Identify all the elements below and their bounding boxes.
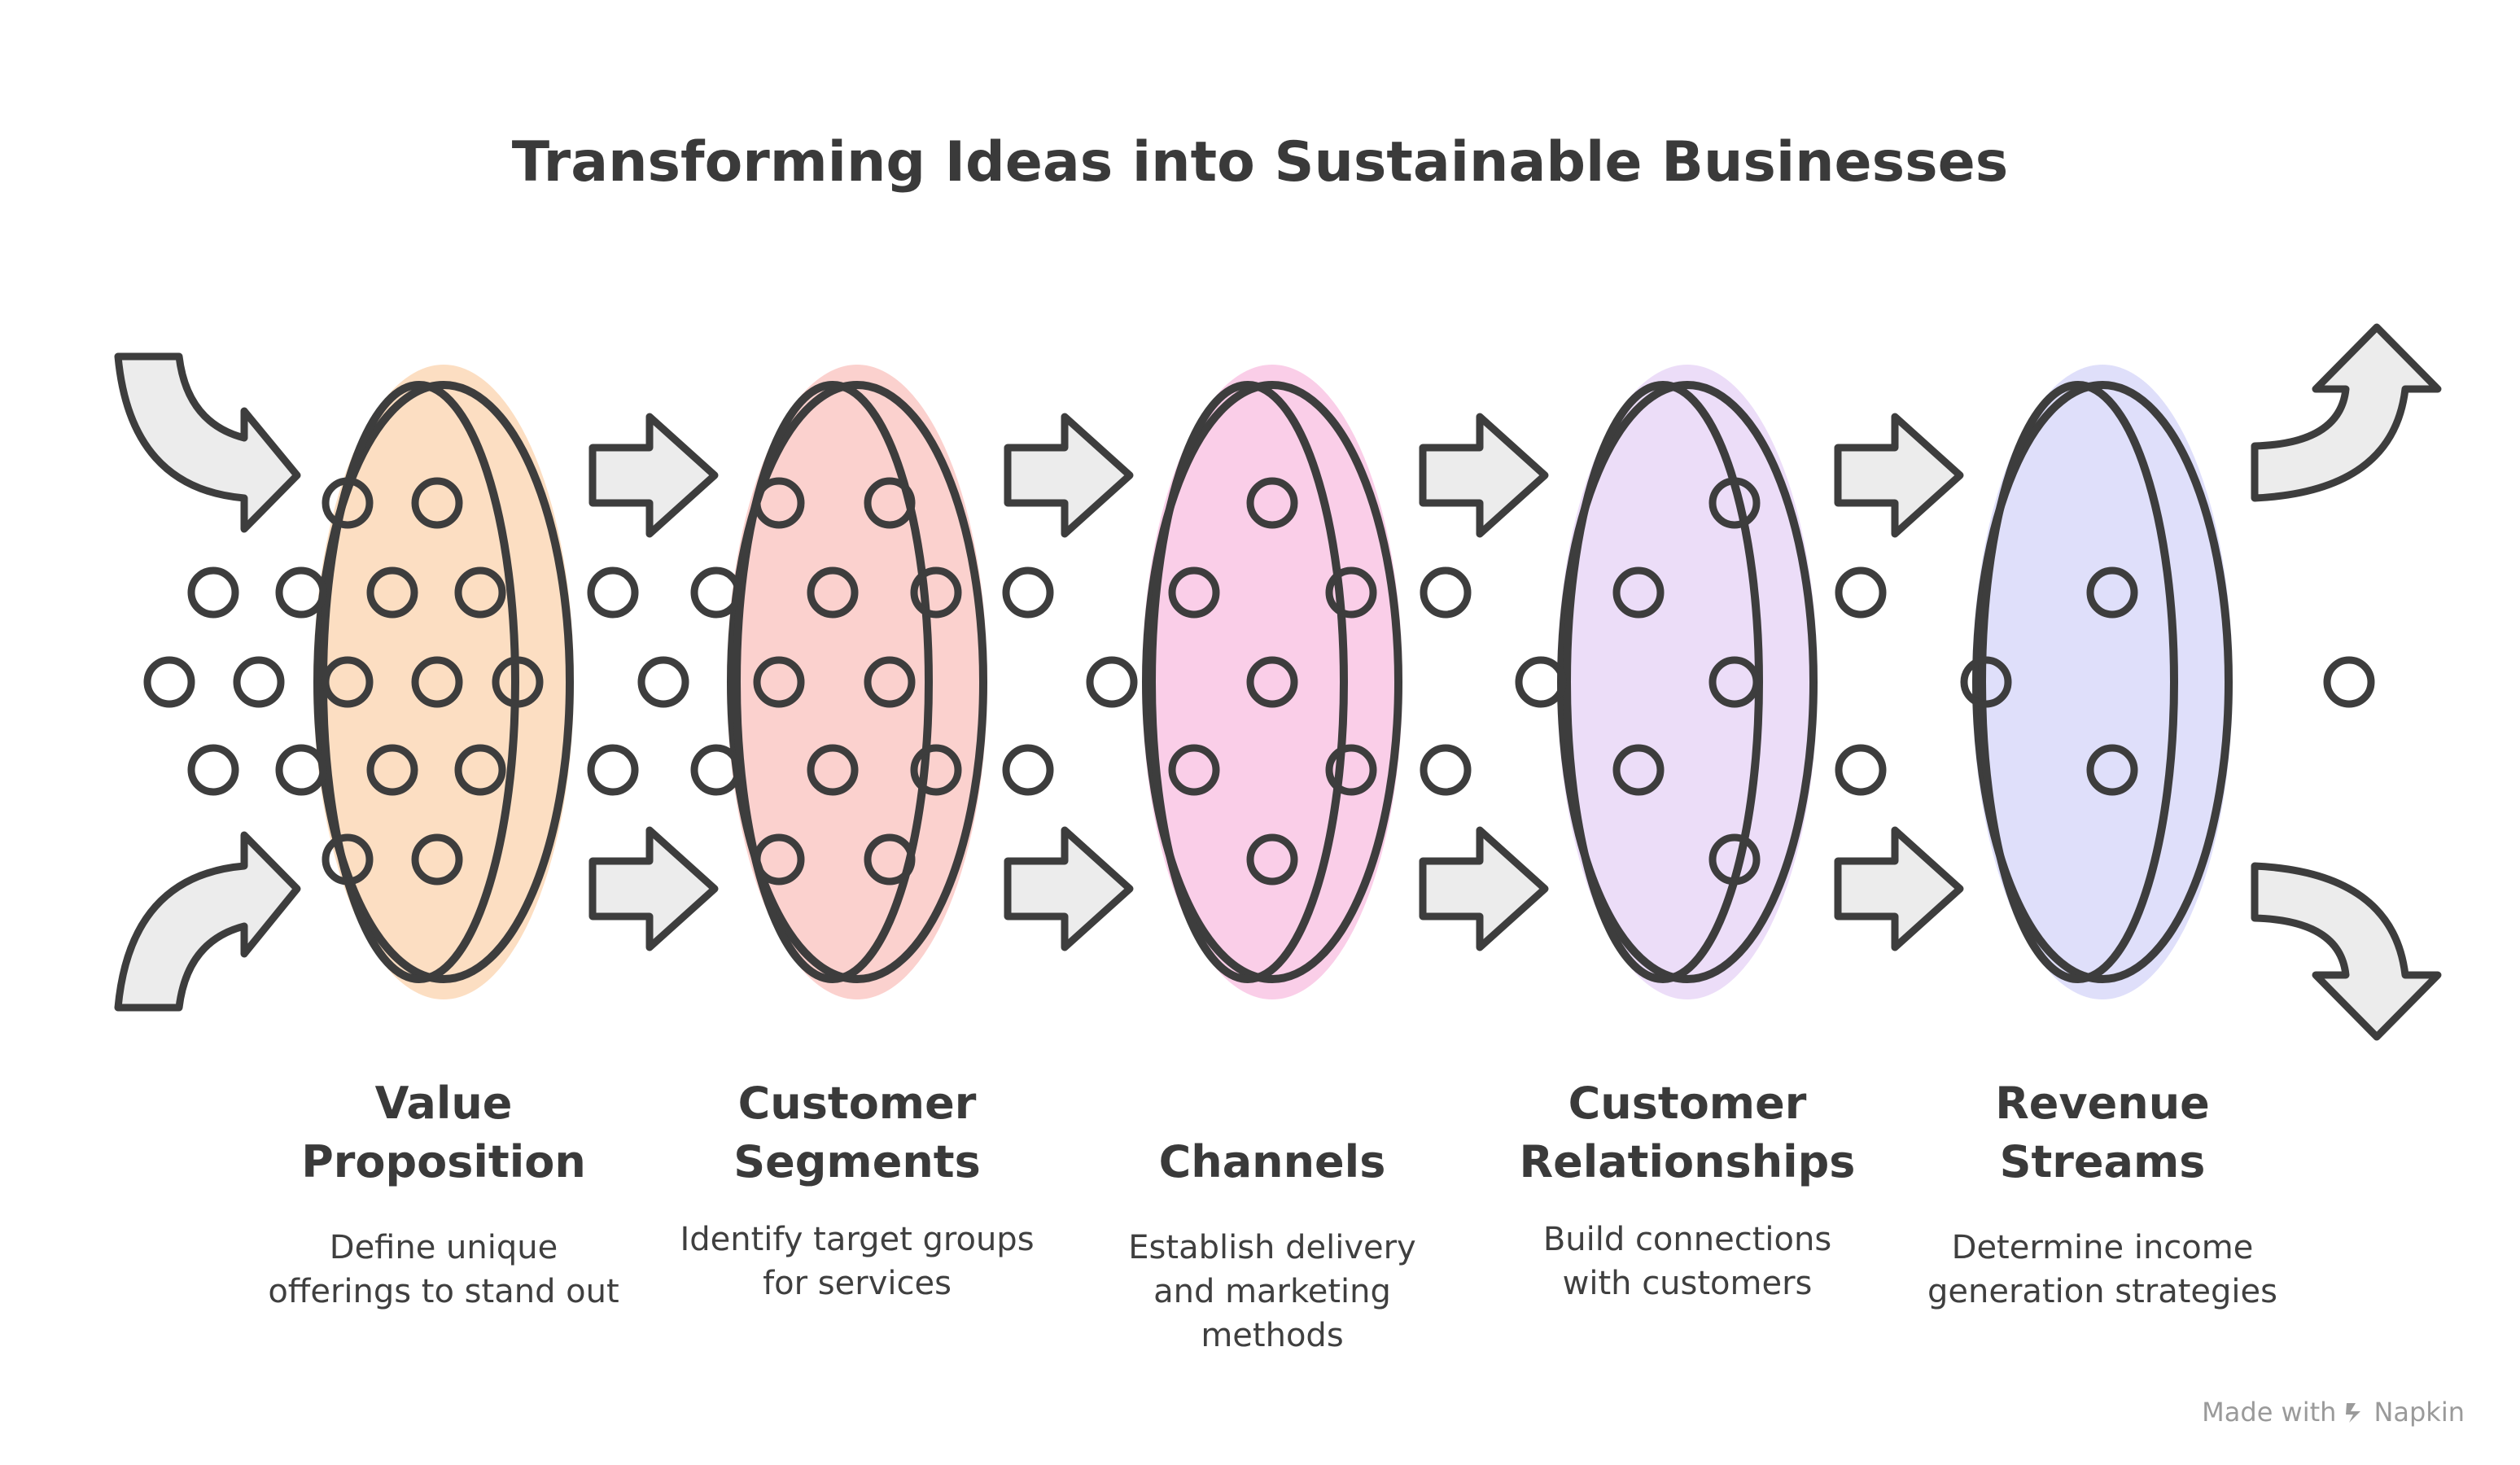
stage-title: Value Proposition [301, 1078, 586, 1187]
dot-icon [587, 566, 639, 619]
dot-icon [366, 744, 418, 796]
right-arrow-icon [1004, 826, 1134, 951]
dot-icon [366, 566, 418, 619]
right-arrow-icon [1834, 826, 1964, 951]
dot-icon [1325, 566, 1377, 619]
dot-icon [411, 477, 463, 529]
dot-icon [1708, 833, 1761, 886]
stage-description: Identify target groups for services [680, 1221, 1035, 1302]
watermark: Made with Napkin [2202, 1397, 2465, 1428]
stage-ring-outer [1972, 381, 2233, 983]
diagram-title: Transforming Ideas into Sustainable Busi… [511, 130, 2009, 195]
dot-icon [1002, 566, 1054, 619]
curved-arrow-icon [114, 831, 301, 1012]
right-arrow-icon [588, 826, 719, 951]
dot-icon [322, 656, 374, 708]
stage-ring-halo [1142, 365, 1402, 999]
dot-icon [753, 656, 805, 708]
dot-icon [587, 744, 639, 796]
stage-title: Channels [1158, 1136, 1386, 1187]
curved-arrow-icon [114, 352, 301, 533]
dot-icon [411, 833, 463, 886]
dot-icon [690, 744, 742, 796]
dot-icon [1168, 744, 1220, 796]
dot-icon [2086, 744, 2138, 796]
dot-icon [322, 477, 374, 529]
napkin-logo-icon [2346, 1403, 2361, 1423]
stage-ring-inner [733, 381, 933, 983]
dot-icon [454, 744, 506, 796]
stage-ring-outer [727, 381, 987, 983]
dot-icon [753, 477, 805, 529]
dot-icon [637, 656, 689, 708]
dot-icon [864, 477, 916, 529]
stage-ring-halo [1557, 365, 1818, 999]
dot-icon [753, 833, 805, 886]
dot-icon [187, 566, 239, 619]
stage-description: Establish delivery and marketing methods [1128, 1229, 1416, 1354]
dot-icon [1002, 744, 1054, 796]
right-arrow-icon [1834, 413, 1964, 538]
dot-icon [807, 744, 859, 796]
stage-title: Revenue Streams [1995, 1078, 2210, 1187]
dot-icon [454, 566, 506, 619]
dot-icon [1515, 656, 1567, 708]
dot-icon [1835, 566, 1887, 619]
dot-icon [187, 744, 239, 796]
dot-icon [1420, 566, 1472, 619]
dot-icon [1960, 656, 2012, 708]
dot-icon [1835, 744, 1887, 796]
dot-icon [322, 833, 374, 886]
dot-icon [690, 566, 742, 619]
right-arrow-icon [1419, 826, 1549, 951]
stage-ring-halo [313, 365, 574, 999]
watermark-prefix: Made with [2202, 1397, 2337, 1428]
dot-icon [1420, 744, 1472, 796]
dot-icon [492, 656, 544, 708]
stage-title: Customer Segments [733, 1078, 981, 1187]
dot-icon [411, 656, 463, 708]
stage-title: Customer Relationships [1519, 1078, 1856, 1187]
right-arrow-icon [1419, 413, 1549, 538]
stage-description: Determine income generation strategies [1927, 1229, 2277, 1310]
curved-arrow-icon [2251, 862, 2442, 1041]
dot-icon [910, 744, 962, 796]
right-arrow-icon [588, 413, 719, 538]
stage-ring-inner [1148, 381, 1348, 983]
dot-icon [143, 656, 195, 708]
stage-ring-halo [1972, 365, 2233, 999]
dot-icon [1086, 656, 1138, 708]
dot-icon [1325, 744, 1377, 796]
dot-icon [233, 656, 285, 708]
stage-ring-outer [1142, 381, 1402, 983]
dot-icon [1168, 566, 1220, 619]
dot-icon [2323, 656, 2375, 708]
dot-icon [275, 744, 327, 796]
dot-icon [1612, 566, 1665, 619]
stage-ring-inner [1978, 381, 2178, 983]
dot-icon [2086, 566, 2138, 619]
dot-icon [807, 566, 859, 619]
stage-ring-outer [313, 381, 574, 983]
stage-description: Build connections with customers [1542, 1221, 1832, 1302]
dot-icon [1612, 744, 1665, 796]
dot-icon [1708, 477, 1761, 529]
dot-icon [910, 566, 962, 619]
curved-arrow-icon [2251, 323, 2442, 502]
dot-icon [1246, 656, 1298, 708]
dot-icon [864, 656, 916, 708]
dot-icon [1246, 833, 1298, 886]
watermark-brand: Napkin [2373, 1397, 2465, 1428]
dot-icon [864, 833, 916, 886]
stage-description: Define unique offerings to stand out [268, 1229, 619, 1310]
dot-icon [1246, 477, 1298, 529]
dot-icon [1708, 656, 1761, 708]
dot-icon [275, 566, 327, 619]
right-arrow-icon [1004, 413, 1134, 538]
